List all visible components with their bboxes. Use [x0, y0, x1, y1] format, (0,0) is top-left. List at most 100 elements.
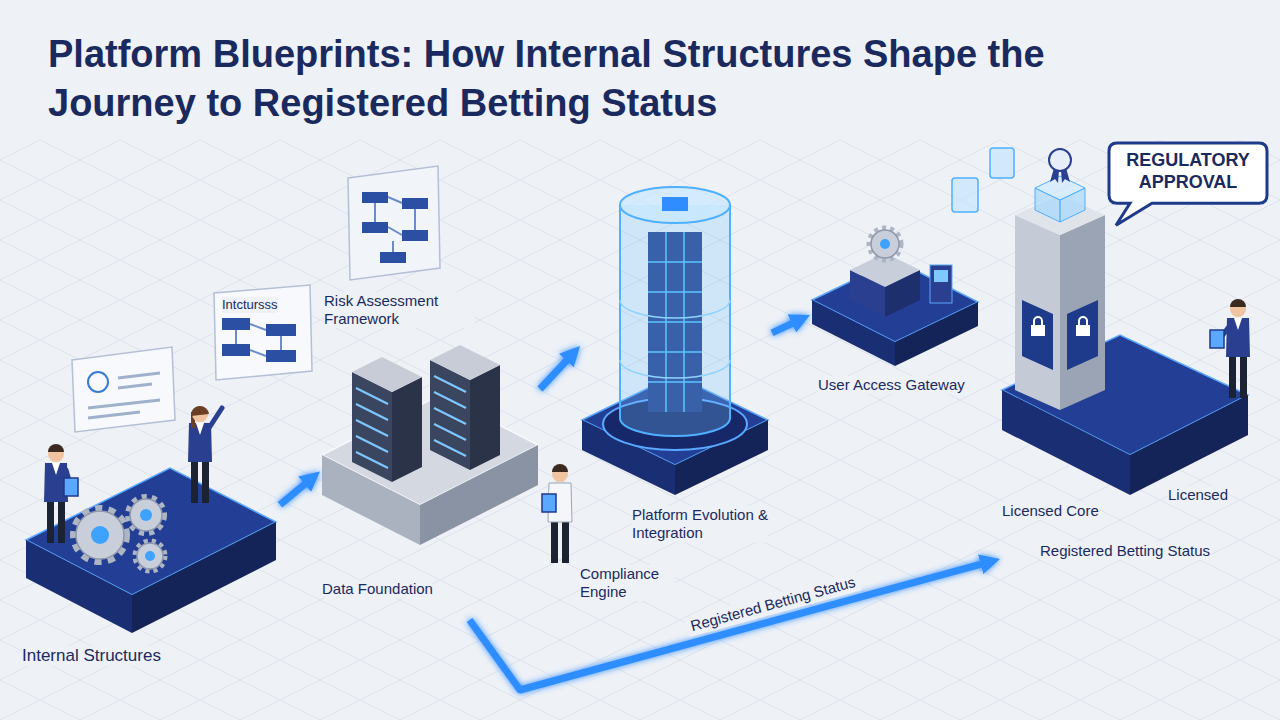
licensed-building: [1060, 215, 1105, 410]
server-rack: [470, 365, 500, 470]
gear: [137, 543, 163, 569]
gateway-box: [880, 239, 890, 249]
server-rack: [430, 345, 500, 470]
person: [1210, 330, 1224, 348]
data-cylinder: [603, 187, 747, 450]
gear: [135, 541, 165, 571]
kiosk: [930, 265, 952, 303]
data-cylinder: [620, 300, 730, 378]
platform-label: Licensed: [1168, 486, 1228, 504]
flowchart: [266, 324, 296, 336]
server-rack: [352, 357, 422, 482]
bubble-outline: [1109, 143, 1267, 225]
glass-panel: [952, 148, 1014, 212]
flowchart: [222, 318, 250, 330]
server-rack: [392, 377, 422, 482]
person: [1229, 355, 1236, 398]
licensed-building: [1034, 317, 1042, 325]
data-cylinder: [662, 197, 688, 211]
gear: [74, 509, 126, 561]
person: [196, 423, 204, 435]
person: [202, 460, 209, 503]
gear: [130, 499, 162, 531]
kiosk: [934, 270, 948, 282]
flowchart: [222, 344, 250, 356]
person: [562, 520, 569, 563]
gateway-box: [871, 230, 899, 258]
platform-label: Registered Betting Status: [1040, 542, 1210, 560]
callout-text: REGULATORY APPROVAL: [1120, 150, 1256, 193]
platform-label: Internal Structures: [22, 646, 161, 666]
licensed-building: [1015, 149, 1105, 410]
gear: [91, 526, 109, 544]
person: [209, 408, 222, 428]
grid: [0, 140, 1280, 720]
edge-label: Registered Betting Status: [685, 571, 862, 637]
licensed-building: [1079, 317, 1087, 325]
server-rack: [356, 388, 388, 468]
glass-panel: [952, 178, 978, 212]
person: [542, 494, 556, 512]
gear: [140, 509, 152, 521]
info-panel: Intctursss: [212, 285, 312, 380]
flowchart-panel: [380, 252, 406, 263]
person: [44, 444, 78, 543]
gear: [135, 541, 165, 571]
flowchart-panel: [362, 192, 388, 203]
licensed-building: [1049, 149, 1071, 171]
flow-arrow: [772, 320, 799, 333]
platform-label: Intctursss: [222, 297, 278, 313]
gear: [128, 497, 164, 533]
gear: [128, 497, 164, 533]
licensed-building: [1015, 215, 1060, 410]
shape-face: [214, 285, 312, 380]
person: [58, 500, 65, 543]
person: [48, 444, 64, 452]
person: [1210, 299, 1250, 398]
person: [191, 460, 198, 503]
data-cylinder: [620, 187, 730, 223]
person: [542, 464, 572, 563]
flow-arrow: [540, 355, 572, 389]
gear: [74, 509, 126, 561]
gateway-box: [869, 228, 901, 260]
person: [551, 520, 558, 563]
flowchart-panel: [348, 166, 440, 280]
floating-panel: [72, 347, 175, 432]
person: [552, 464, 568, 472]
flowchart-panel: [402, 230, 428, 241]
floating-panel: [88, 373, 160, 418]
platform-shape: [810, 230, 980, 400]
gateway-box: [850, 228, 920, 317]
shape-face: [895, 302, 978, 366]
licensed-building: [1076, 325, 1090, 336]
data-cylinder: [620, 205, 730, 436]
platform-label: Risk Assessment Framework: [324, 292, 474, 328]
licensed-building: [1022, 300, 1053, 370]
person: [64, 478, 78, 496]
flow-arrow: [470, 562, 989, 690]
person: [1234, 318, 1242, 330]
glass-panel: [990, 148, 1014, 178]
platform-label: Data Foundation: [322, 580, 433, 598]
speech-bubble: REGULATORY APPROVAL: [1106, 140, 1270, 228]
floating-panel: [88, 372, 108, 392]
person: [191, 406, 209, 416]
platform-label: Licensed Core: [1002, 502, 1099, 520]
person: [52, 463, 60, 475]
floating-panel: [72, 347, 175, 432]
person: [47, 500, 54, 543]
flowchart-panel: [348, 166, 440, 280]
shape-face: [26, 540, 132, 633]
person: [188, 406, 222, 503]
person: [1240, 355, 1247, 398]
platform-label: User Access Gateway: [818, 376, 965, 394]
server-rack: [434, 376, 466, 456]
platform-label: Compliance Engine: [580, 565, 675, 601]
shape-face: [132, 522, 276, 633]
licensed-building: [1035, 176, 1085, 200]
flowchart: [266, 350, 296, 362]
gear: [145, 551, 155, 561]
flowchart-panel: [362, 222, 388, 233]
